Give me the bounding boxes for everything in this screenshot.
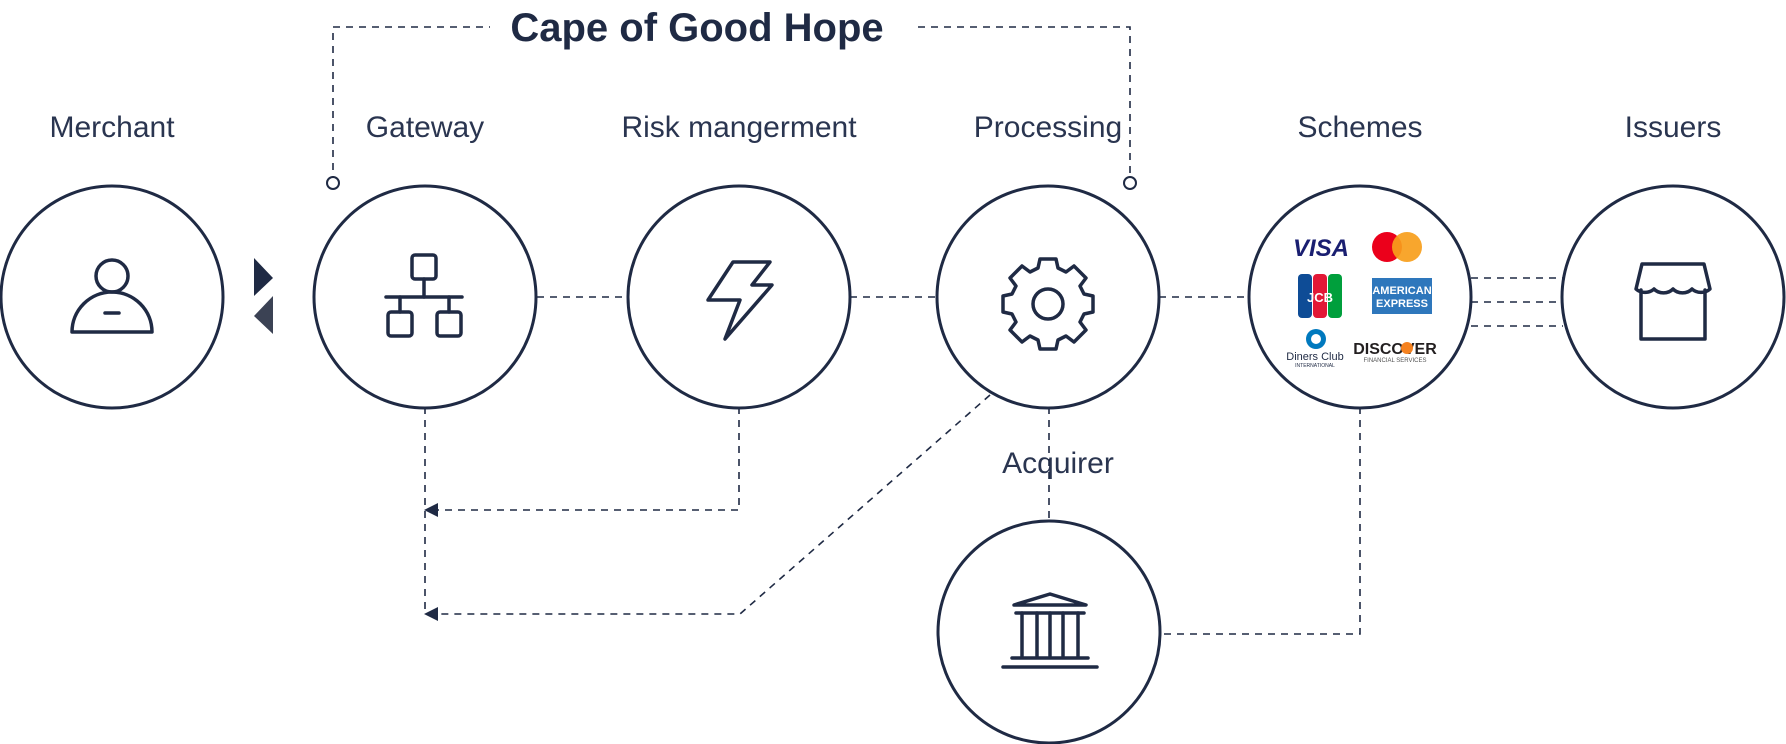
person-icon	[70, 258, 154, 334]
diners-club-logo: Diners Club INTERNATIONAL	[1286, 329, 1344, 369]
processing-label: Processing	[974, 111, 1122, 144]
schemes-label: Schemes	[1297, 111, 1422, 144]
title-bracket	[326, 26, 1137, 190]
arrow-risk-to-gateway	[424, 503, 438, 517]
acquirer-label: Acquirer	[1002, 447, 1114, 480]
lightning-icon	[706, 260, 774, 341]
diagram-title: Cape of Good Hope	[510, 6, 883, 50]
risk-management-node	[626, 184, 852, 410]
acquirer-node	[936, 519, 1162, 744]
svg-text:EXPRESS: EXPRESS	[1376, 298, 1428, 310]
svg-text:FINANCIAL SERVICES: FINANCIAL SERVICES	[1363, 358, 1426, 364]
bank-icon	[1001, 592, 1099, 669]
merchant-node	[0, 184, 225, 410]
mastercard-logo	[1372, 232, 1422, 262]
merchant-label: Merchant	[49, 111, 175, 144]
amex-logo: AMERICAN EXPRESS	[1372, 278, 1432, 314]
network-icon	[384, 253, 464, 338]
gear-icon	[1001, 257, 1095, 351]
merchant-gateway-arrow-right	[254, 258, 273, 296]
discover-logo: DISCOVER FINANCIAL SERVICES	[1353, 341, 1437, 364]
svg-text:INTERNATIONAL: INTERNATIONAL	[1295, 363, 1335, 369]
gateway-label: Gateway	[366, 111, 484, 144]
schemes-node: VISA JCB AMERICAN EXPRESS Diners Club I	[1247, 184, 1473, 410]
issuers-node	[1560, 184, 1786, 410]
card-schemes-icon: VISA JCB AMERICAN EXPRESS Diners Club I	[1286, 232, 1437, 369]
issuers-label: Issuers	[1625, 111, 1722, 144]
risk-label: Risk mangerment	[621, 111, 857, 144]
processing-node	[935, 184, 1161, 410]
arrow-processing-to-gateway	[424, 607, 438, 621]
connectors	[254, 258, 1563, 635]
jcb-logo: JCB	[1298, 274, 1342, 318]
merchant-gateway-arrow-left	[254, 296, 273, 334]
svg-text:DISCOVER: DISCOVER	[1353, 341, 1437, 358]
svg-text:Diners Club: Diners Club	[1286, 351, 1343, 363]
gateway-node	[312, 184, 538, 410]
svg-text:JCB: JCB	[1307, 290, 1333, 305]
svg-text:AMERICAN: AMERICAN	[1372, 285, 1431, 297]
storefront-icon	[1634, 262, 1712, 341]
visa-logo: VISA	[1293, 235, 1349, 262]
